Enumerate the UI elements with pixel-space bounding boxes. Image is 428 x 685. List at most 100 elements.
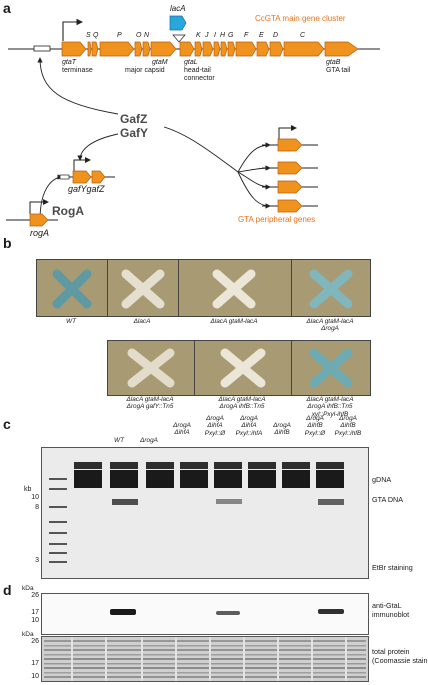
promoter-arrow-main [62,18,84,41]
lacA-label: lacA [170,4,186,13]
gel-size-10: 10 [31,494,39,501]
gene-letter-C: C [300,32,306,39]
panel-letter-b: b [3,235,12,251]
gene-letter-Q: Q [93,32,99,39]
gtaL-label: gtaL [184,59,198,66]
gene-letter-E: E [259,32,264,39]
blot-kda-label: kDa [22,585,34,592]
gta-dna-label: GTA DNA [372,495,404,504]
roga-protein: RogA [52,204,84,218]
gafy-protein: GafY [120,126,149,140]
agarose-gel [41,447,369,579]
lane-label-7: ΔrogA ΔihfB Pxyl::Ø [304,415,326,437]
gtaT-label: gtaT [62,59,77,66]
lane-label-6: ΔrogA ΔihfB [273,422,291,437]
lane-separators [71,637,347,681]
gene-letter-G: G [228,32,234,39]
gtaM-label: gtaM [152,59,168,66]
colony-photo-lacA [107,259,179,317]
terminase-label: terminase [62,67,93,74]
panel-letter-d: d [3,582,12,598]
coomassie-size-10: 10 [31,673,39,680]
lane-label-4: ΔrogA ΔihfA Pxyl::Ø [204,415,226,437]
colony-photo-ihfB [194,340,292,396]
gene-cluster-diagram [6,15,380,227]
strain-label-ihfB-comp: ΔlacA gtaM-lacA ΔrogA ihfB::Tn5 xyl::Pxy… [306,396,354,418]
gene-Q [91,41,99,57]
strain-label-lacA: ΔlacA [133,318,151,325]
strain-label-rogA: ΔlacA gtaM-lacA ΔrogA [306,318,354,333]
gene-letter-O: O [136,32,142,39]
gene-P [99,41,135,57]
lacA-gene [169,15,187,31]
gene-G [227,41,236,57]
coomassie-kda-label: kDa [22,631,34,638]
coomassie-size-26: 26 [31,638,39,645]
gene-letter-F: F [244,32,249,39]
regulation-arrow-peripheral [163,126,239,173]
gene-gafZ [91,170,106,184]
peripheral-genes-label: GTA peripheral genes [238,215,316,224]
gtaB-label: gtaB [326,59,341,66]
gdna-bands [74,462,344,488]
lane-label-1: WT [114,437,124,444]
colony-photo-wt [36,259,108,317]
gene-rogA [29,213,49,227]
gta-dna-bands [112,499,344,505]
colony-photo-gafY [107,340,195,396]
gel-kb-label: kb [24,486,32,493]
head-tail-label: head-tail [184,67,211,74]
gene-H [220,41,228,57]
gene-F [235,41,257,57]
coomassie-size-17: 17 [31,660,39,667]
major-capsid-label: major capsid [125,67,165,74]
gene-arrows [61,41,359,57]
gene-gafY [72,170,92,184]
gdna-label: gDNA [372,475,392,484]
gene-letter-I: I [214,32,216,39]
gene-letter-J: J [205,32,209,39]
gene-C [283,41,325,57]
gafygafz-label: gafYgafZ [68,184,105,194]
gafyz-promoter-box [59,174,70,180]
strain-label-gafY: ΔlacA gtaM-lacA ΔrogA gafY::Tn5 [126,396,174,411]
gene-D [269,41,284,57]
lane-label-5: ΔrogA ΔihfA Pxyl::ihfA [235,415,263,437]
total-protein-label: total protein (Coomassie staining) [372,647,428,665]
colony-photo-rogA [291,259,371,317]
roga-gene-label: rogA [30,228,50,238]
gta-tail-label: GTA tail [326,67,351,74]
connector-label: connector [184,75,215,82]
gene-gtaM [150,41,177,57]
gene-gtaL [179,41,195,57]
gene-letter-S: S [86,32,91,39]
gel-size-3: 3 [35,557,39,564]
strain-label-gtaM-lacA: ΔlacA gtaM-lacA [210,318,258,325]
cluster-title: CcGTA main gene cluster [255,14,346,23]
gene-O [134,41,143,57]
insertion-triangle [172,34,186,43]
lane-label-2: ΔrogA [140,437,158,444]
peripheral-gene-set [262,125,318,213]
blot-size-10: 10 [31,617,39,624]
gene-gtaB [324,41,359,57]
coomassie-gel [41,636,369,682]
gene-N [142,41,151,57]
strain-label-wt: WT [66,318,76,325]
immunoblot [41,593,369,635]
gene-letter-P: P [117,32,122,39]
regulation-arrow-gafyz [77,133,119,161]
gene-letter-N: N [144,32,150,39]
total-protein-bands [44,640,366,678]
panel-letter-c: c [3,416,11,432]
gene-gtaT [61,41,87,57]
gtal-bands [110,609,344,615]
colony-photo-gtaM-lacA [178,259,292,317]
gene-E [256,41,270,57]
gene-letter-K: K [196,32,201,39]
colony-photo-ihfB-comp [291,340,371,396]
peripheral-arrows [237,142,271,209]
strain-label-ihfB: ΔlacA gtaM-lacA ΔrogA ihfB::Tn5 [218,396,266,411]
promoter-box [33,45,51,52]
